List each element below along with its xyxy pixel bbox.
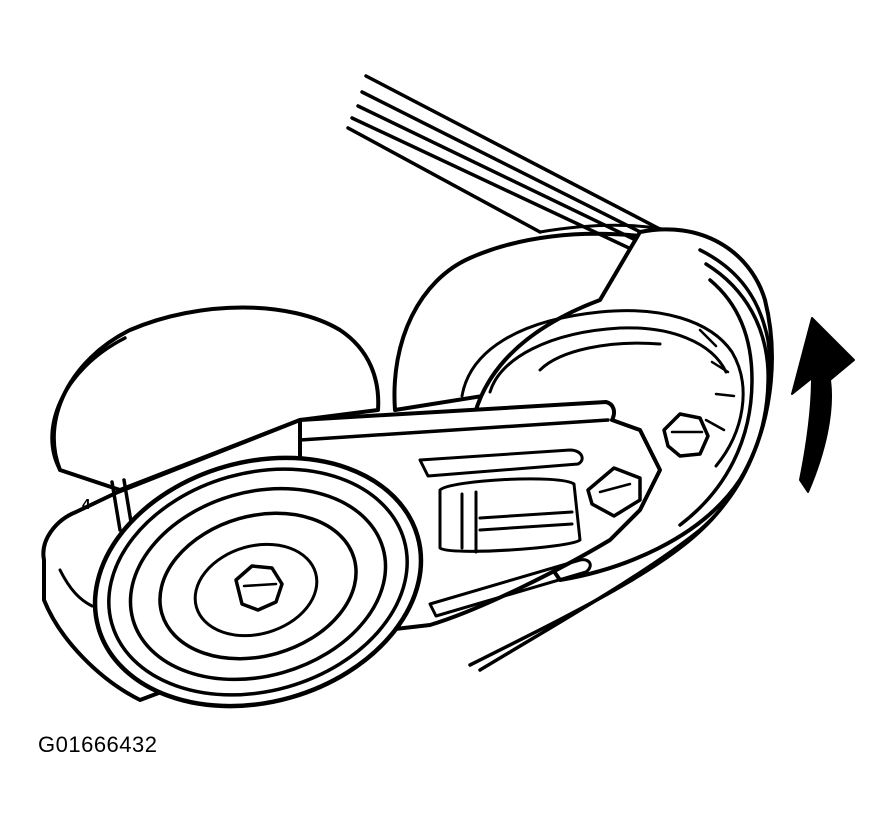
figure-id-label: G01666432 <box>38 732 158 757</box>
rotation-arrow-icon <box>791 317 855 493</box>
pulley-center-bolt <box>234 564 284 612</box>
square-drive-boss <box>586 466 642 518</box>
rear-pulley-center <box>392 231 642 412</box>
pivot-bolt <box>662 412 710 458</box>
rear-pulley-left <box>50 305 381 492</box>
callout-number: 4 <box>82 496 91 513</box>
